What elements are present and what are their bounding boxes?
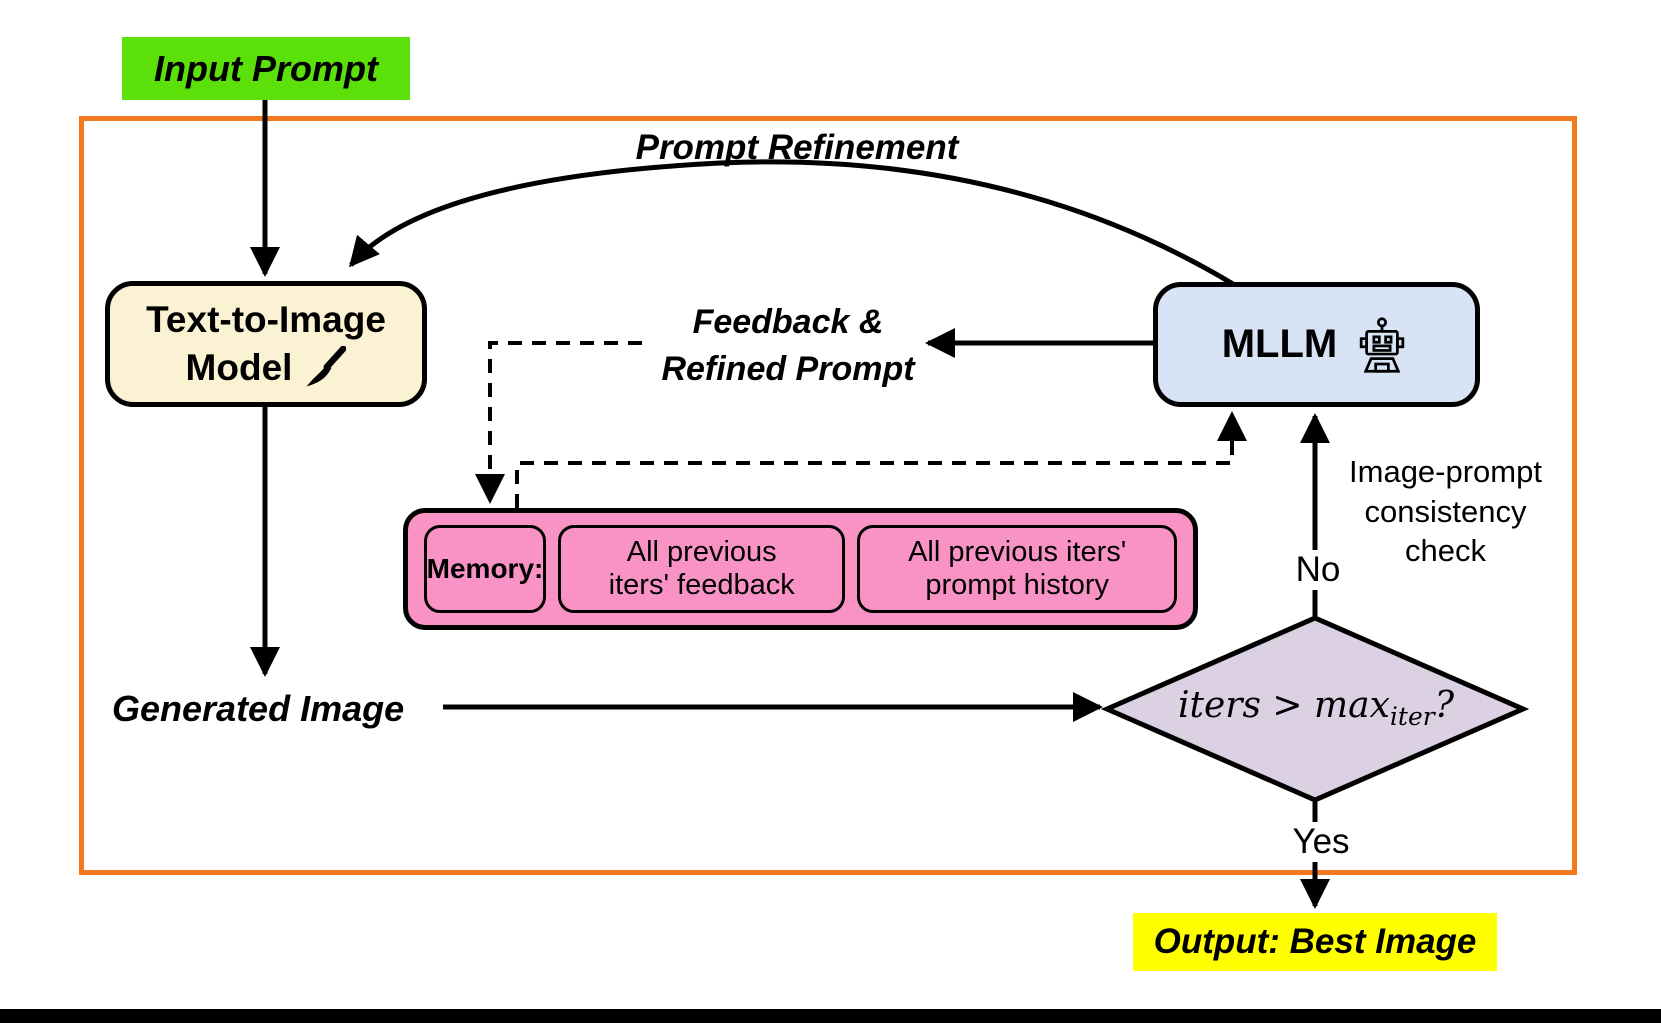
memory-feedback-line1: All previous — [626, 535, 777, 568]
robot-icon — [1360, 316, 1405, 373]
consistency-line2: consistency — [1364, 493, 1527, 529]
decision-label: iters > maxiter? — [1178, 685, 1454, 731]
mllm-label: MLLM — [1221, 322, 1338, 366]
output-label: Output: Best Image — [1153, 922, 1477, 961]
memory-history-line1: All previous iters' — [908, 535, 1127, 568]
decision-subscript: iter — [1389, 702, 1435, 732]
mllm-box: MLLM — [1153, 282, 1480, 407]
memory-label: Memory: — [426, 552, 544, 584]
no-label: No — [1282, 550, 1354, 590]
consistency-line1: Image-prompt — [1349, 454, 1542, 489]
memory-prompt-history-cell: All previous iters' prompt history — [857, 525, 1177, 613]
decision-prefix: iters > max — [1177, 684, 1390, 726]
paintbrush-icon — [307, 346, 347, 387]
consistency-line3: check — [1405, 533, 1486, 569]
prompt-refinement-label: Prompt Refinement — [635, 128, 959, 167]
feedback-label-line1: Feedback & — [692, 303, 884, 341]
input-prompt-label: Input Prompt — [154, 47, 378, 89]
text-to-image-model-box: Text-to-Image Model — [105, 281, 427, 407]
memory-label-cell: Memory: — [424, 525, 546, 613]
memory-history-line2: prompt history — [925, 569, 1110, 601]
yes-label: Yes — [1281, 822, 1361, 862]
feedback-label-line2: Refined Prompt — [661, 349, 915, 388]
iteration-loop-border — [79, 116, 1577, 875]
memory-feedback-cell: All previous iters' feedback — [558, 525, 846, 613]
generated-image-label: Generated Image — [112, 688, 405, 729]
decision-suffix: ? — [1434, 684, 1455, 726]
output-best-image-box: Output: Best Image — [1133, 913, 1497, 971]
t2i-label-line1: Text-to-Image — [146, 298, 386, 340]
feedback-refined-prompt-label: Feedback & Refined Prompt — [588, 299, 988, 393]
input-prompt-box: Input Prompt — [122, 37, 410, 100]
memory-box: Memory: All previous iters' feedback All… — [403, 508, 1198, 630]
bottom-bar — [0, 1009, 1661, 1023]
t2i-label-line2: Model — [185, 347, 293, 388]
memory-feedback-line2: iters' feedback — [608, 569, 795, 601]
consistency-check-label: Image-prompt consistency check — [1328, 452, 1563, 571]
